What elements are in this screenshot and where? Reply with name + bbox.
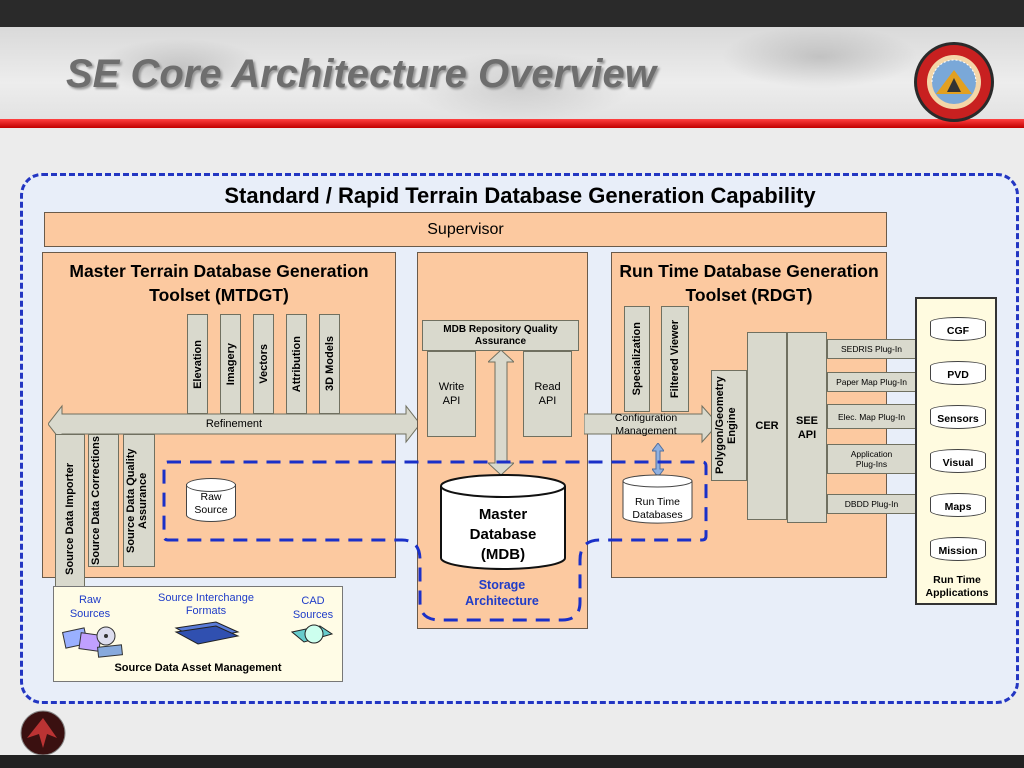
app-list: CGF PVD Sensors Visual Maps Mission	[917, 299, 999, 604]
tool-filtered-viewer: Filtered Viewer	[661, 306, 689, 412]
raw-sources-icon	[60, 620, 128, 660]
header-background	[0, 27, 1024, 120]
cer-box: CER	[747, 332, 787, 520]
see-api-box: SEE API	[787, 332, 827, 523]
app-cgf: CGF	[930, 317, 986, 341]
source-data-qa: Source Data Quality Assurance	[123, 434, 155, 567]
cad-sources-label: CAD Sources	[292, 595, 334, 621]
master-database-cylinder	[440, 474, 566, 570]
cad-sources-icon	[290, 622, 334, 648]
polygon-geometry-engine: Polygon/Geometry Engine	[711, 370, 747, 481]
read-api-box: Read API	[523, 351, 572, 437]
configuration-management-label: Configuration Management	[614, 412, 678, 437]
interchange-formats-icon	[174, 620, 240, 646]
bottom-bar	[0, 755, 1024, 768]
raw-source-label: Raw Source	[194, 491, 228, 516]
source-asset-label: Source Data Asset Management	[114, 662, 282, 674]
plugin-sedris: SEDRIS Plug-In	[827, 339, 916, 359]
project-manager-logo	[912, 40, 996, 124]
app-pvd: PVD	[930, 361, 986, 385]
refinement-label: Refinement	[205, 418, 263, 430]
runtime-databases-cylinder	[622, 474, 693, 524]
supervisor-bar: Supervisor	[44, 212, 887, 247]
app-maps: Maps	[930, 493, 986, 517]
plugin-elec-map: Elec. Map Plug-In	[827, 404, 916, 429]
source-data-importer: Source Data Importer	[55, 434, 85, 604]
source-data-corrections: Source Data Corrections	[88, 434, 119, 567]
top-bar	[0, 0, 1024, 27]
storage-architecture-label: Storage Architecture	[465, 578, 539, 608]
mdb-qa-box: MDB Repository Quality Assurance	[422, 320, 579, 351]
interchange-formats-label: Source Interchange Formats	[157, 592, 254, 617]
header-red-line	[0, 119, 1024, 128]
capability-title: Standard / Rapid Terrain Database Genera…	[224, 183, 816, 208]
raw-sources-label: Raw Sources	[69, 594, 111, 620]
rdgt-title: Run Time Database Generation Toolset (RD…	[619, 261, 879, 305]
write-api-box: Write API	[427, 351, 476, 437]
configuration-management-arrow	[583, 404, 719, 444]
mtdgt-title: Master Terrain Database Generation Tools…	[69, 261, 369, 305]
runtime-databases-label: Run Time Databases	[632, 496, 683, 521]
tool-specialization: Specialization	[624, 306, 650, 412]
app-visual: Visual	[930, 449, 986, 473]
slide-title: SE Core Architecture Overview	[66, 52, 656, 96]
app-mission: Mission	[930, 537, 986, 561]
master-database-label: Master Database (MDB)	[469, 506, 537, 563]
runtime-applications-label: Run Time Applications	[925, 574, 989, 599]
se-core-logo	[17, 708, 69, 758]
raw-source-cylinder: Raw Source	[186, 478, 236, 522]
app-sensors: Sensors	[930, 405, 986, 429]
